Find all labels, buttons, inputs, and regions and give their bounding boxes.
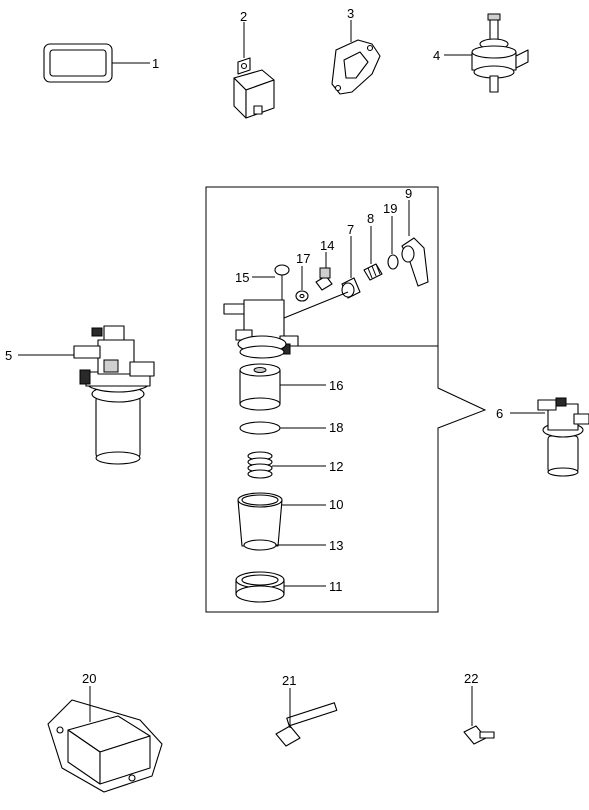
part-5-fuel-filter-assembly: [73, 325, 155, 465]
part-13-o-ring: [243, 539, 277, 551]
callout-15: 15: [235, 270, 249, 285]
part-19-o-ring: [387, 254, 399, 270]
callout-16: 16: [329, 378, 343, 393]
part-11-ring-nut: [235, 571, 285, 603]
callout-12: 12: [329, 459, 343, 474]
exploded-view-frame: [205, 186, 487, 613]
callout-10: 10: [329, 497, 343, 512]
callout-3: 3: [347, 6, 354, 21]
part-18-o-ring: [239, 421, 281, 435]
part-8-spring: [363, 263, 383, 281]
part-22-bolt: [463, 725, 495, 745]
callout-5: 5: [5, 348, 12, 363]
callout-21: 21: [282, 673, 296, 688]
callout-20: 20: [82, 671, 96, 686]
part-10-filter-cup: [237, 492, 283, 547]
callout-6: 6: [496, 406, 503, 421]
part-20-bracket: [47, 699, 163, 793]
callout-9: 9: [405, 186, 412, 201]
callout-1: 1: [152, 56, 159, 71]
part-21-bolt: [275, 702, 338, 747]
callout-2: 2: [240, 9, 247, 24]
callout-8: 8: [367, 211, 374, 226]
part-14-bolt: [315, 267, 333, 291]
part-12-spring: [247, 451, 273, 479]
part-3-gasket: [331, 39, 381, 95]
callout-22: 22: [464, 671, 478, 686]
filter-head-body: [223, 299, 299, 359]
part-6-fuel-filter-assembly: [537, 397, 589, 477]
callout-13: 13: [329, 538, 343, 553]
part-2-relay: [233, 57, 275, 119]
part-4-fuel-pump: [471, 13, 529, 93]
callout-4: 4: [433, 48, 440, 63]
callout-14: 14: [320, 238, 334, 253]
callout-18: 18: [329, 420, 343, 435]
callout-7: 7: [347, 222, 354, 237]
part-9-cock-lever: [401, 237, 429, 287]
callout-11: 11: [329, 579, 343, 594]
part-1-label-plate: [43, 43, 113, 83]
callout-17: 17: [296, 251, 310, 266]
part-7-collar: [341, 277, 361, 299]
part-17-washer: [295, 290, 309, 302]
part-16-filter-element: [239, 363, 281, 411]
callout-19: 19: [383, 201, 397, 216]
part-15-screw: [274, 264, 290, 300]
